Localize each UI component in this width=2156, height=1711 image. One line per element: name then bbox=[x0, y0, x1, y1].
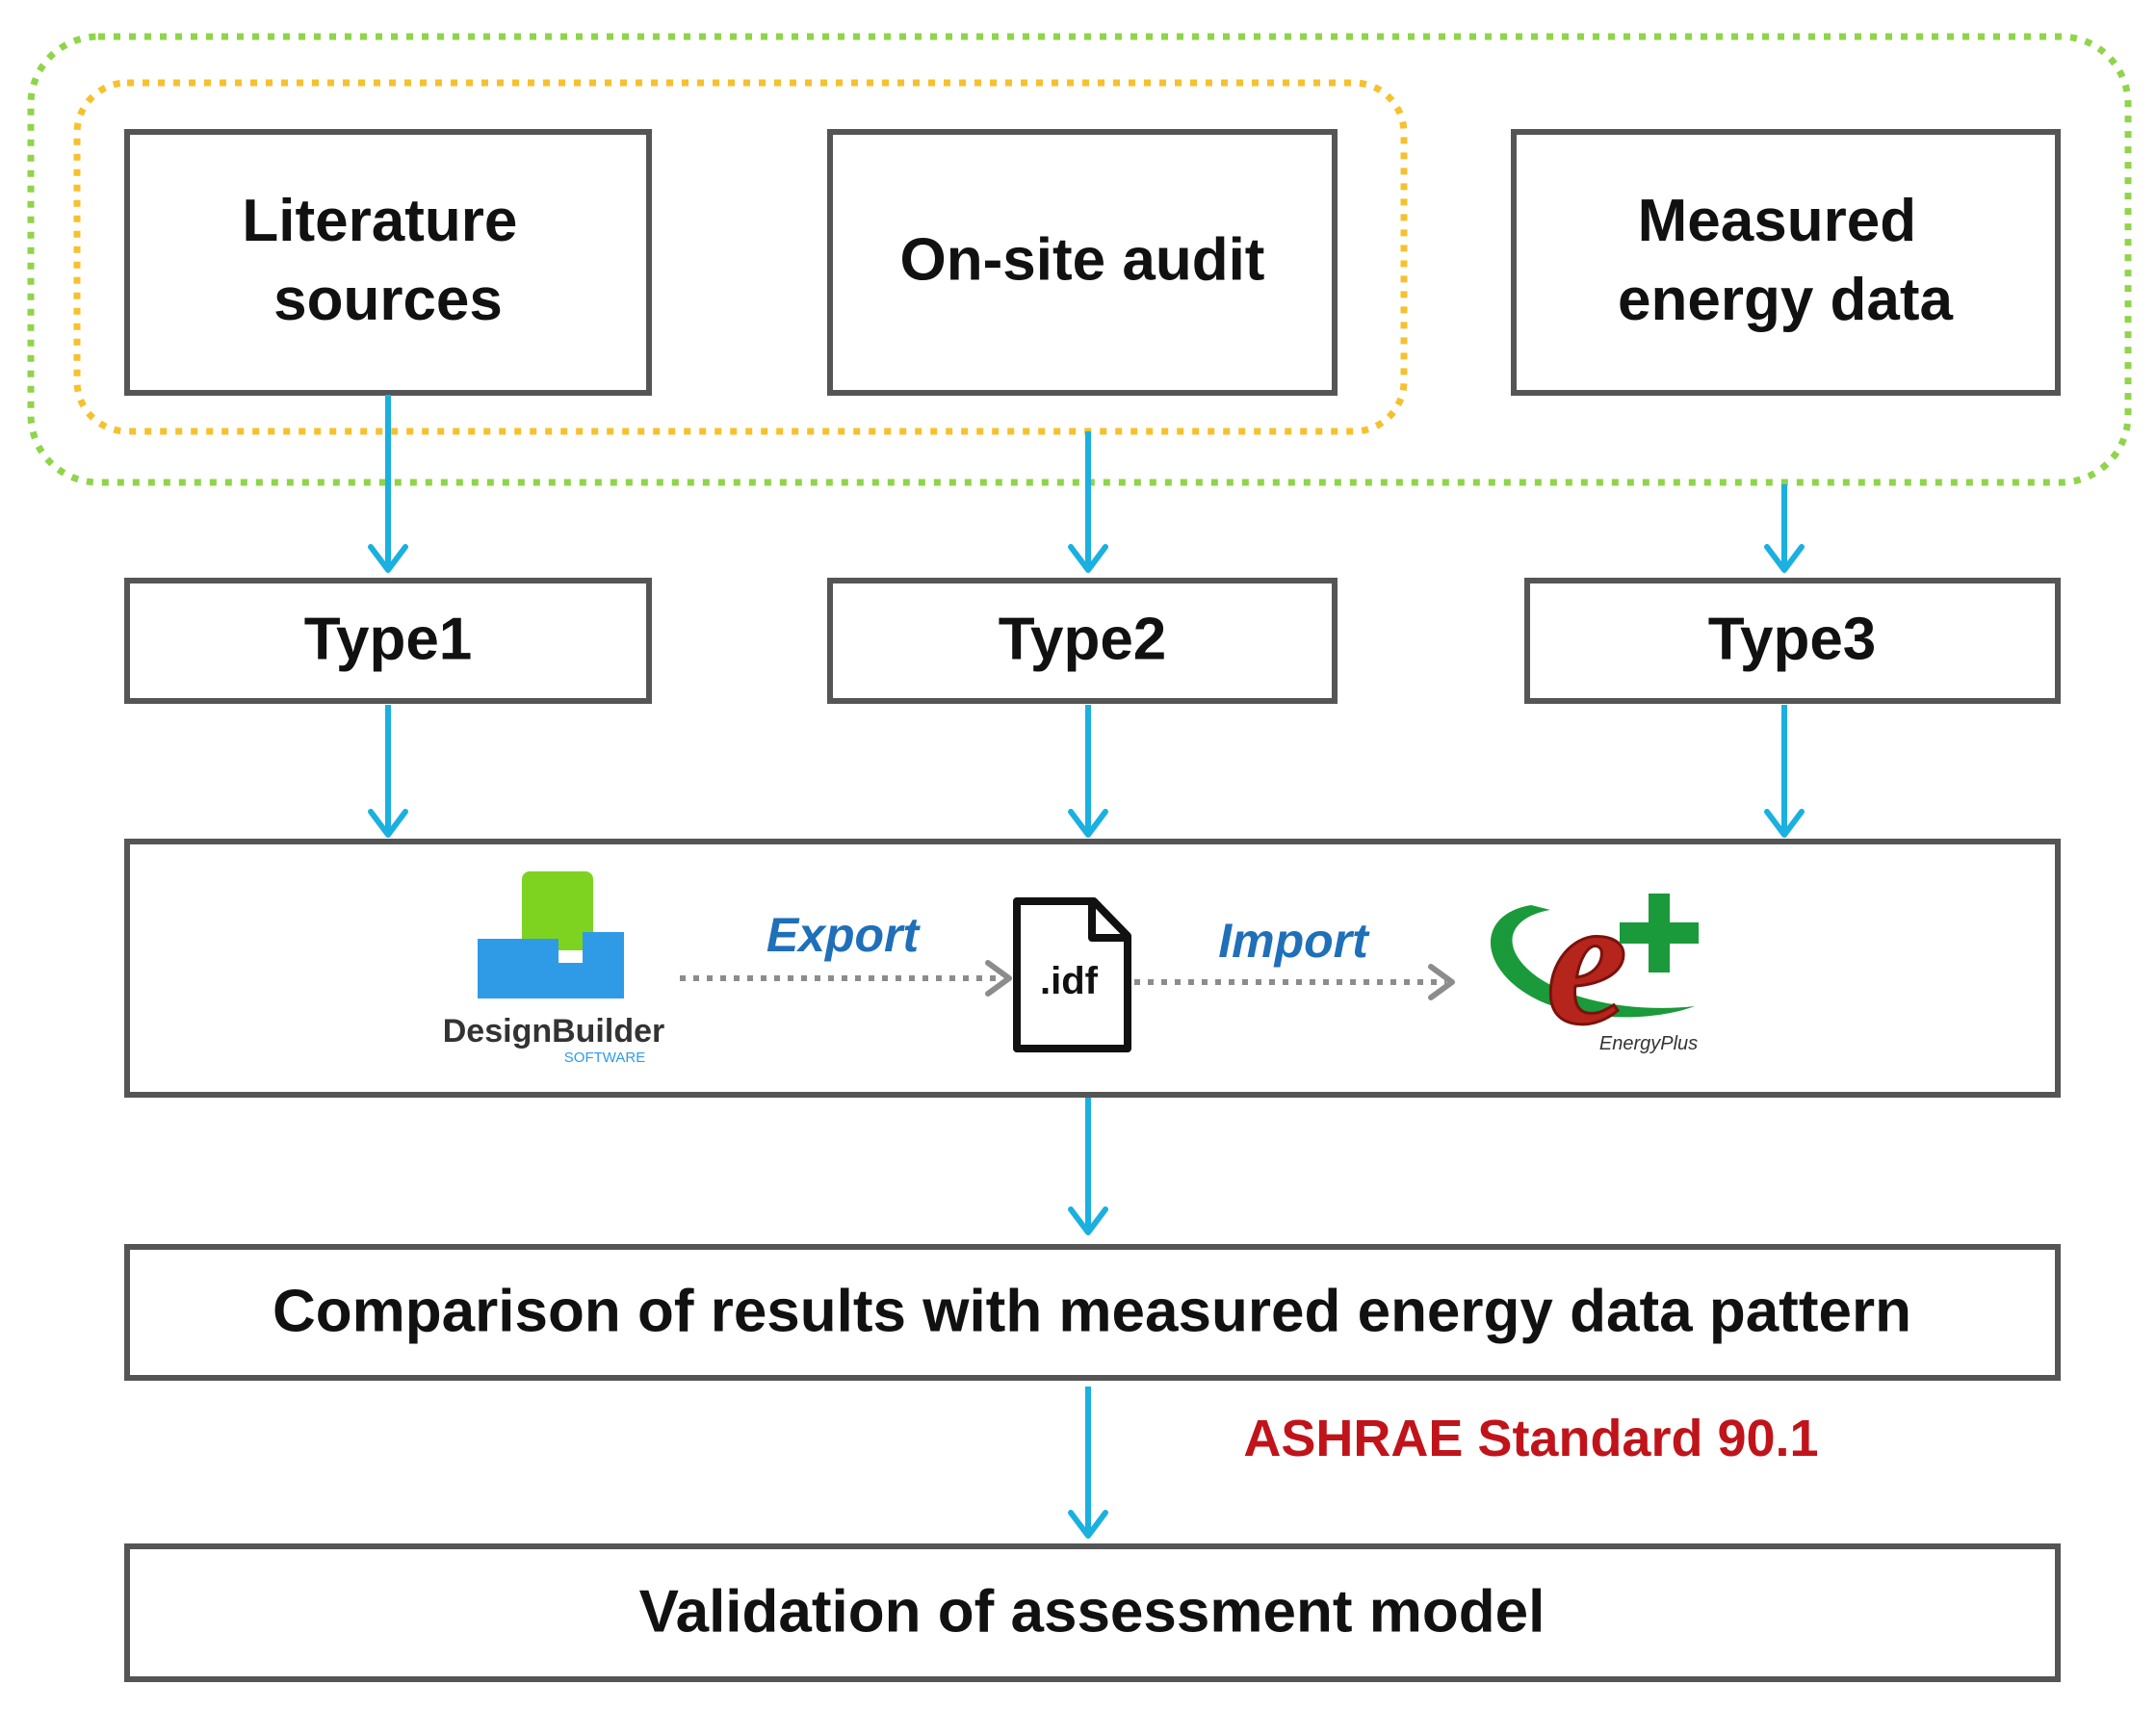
arrow-type1-to-simulation bbox=[368, 705, 408, 838]
idf-file-label: .idf bbox=[1040, 960, 1099, 1002]
comparison-label: Comparison of results with measured ener… bbox=[273, 1278, 1911, 1344]
designbuilder-green-block bbox=[522, 871, 593, 950]
literature-sources-box: Literature sources bbox=[124, 129, 652, 396]
ashrae-standard-label: ASHRAE Standard 90.1 bbox=[1243, 1410, 1818, 1467]
validation-box: Validation of assessment model bbox=[124, 1543, 2061, 1682]
import-arrow bbox=[1134, 964, 1455, 1000]
arrow-measured-to-type3 bbox=[1764, 484, 1805, 573]
designbuilder-blue-block bbox=[478, 932, 624, 998]
measured-energy-data-box: Measured energy data bbox=[1511, 129, 2061, 396]
energyplus-logo: e EnergyPlus bbox=[1490, 860, 1699, 1065]
measured-energy-data-label: Measured energy data bbox=[1618, 188, 1954, 333]
type3-box: Type3 bbox=[1524, 578, 2061, 704]
arrow-comparison-to-validation bbox=[1068, 1387, 1108, 1539]
on-site-audit-label: On-site audit bbox=[900, 226, 1265, 293]
type1-label: Type1 bbox=[304, 606, 473, 672]
validation-label: Validation of assessment model bbox=[639, 1578, 1546, 1645]
designbuilder-name: DesignBuilder bbox=[443, 1013, 664, 1050]
energyplus-name: EnergyPlus bbox=[1599, 1033, 1698, 1054]
type2-label: Type2 bbox=[999, 606, 1167, 672]
data-sources-group-border bbox=[27, 33, 2132, 486]
on-site-audit-box: On-site audit bbox=[827, 129, 1338, 396]
arrow-audit-to-type2 bbox=[1068, 431, 1108, 573]
idf-file-icon: .idf bbox=[1013, 897, 1131, 1052]
literature-sources-label: Literature sources bbox=[242, 188, 533, 333]
type1-box: Type1 bbox=[124, 578, 652, 704]
export-arrow bbox=[680, 960, 1012, 997]
type3-label: Type3 bbox=[1708, 606, 1877, 672]
designbuilder-logo: DesignBuilder SOFTWARE bbox=[443, 871, 664, 1066]
energyplus-swoosh bbox=[1490, 905, 1695, 1018]
arrow-type3-to-simulation bbox=[1764, 705, 1805, 838]
designbuilder-subtitle: SOFTWARE bbox=[564, 1050, 645, 1066]
arrow-literature-to-type1 bbox=[368, 395, 408, 573]
energyplus-plus-horizontal bbox=[1620, 922, 1699, 944]
arrow-type2-to-simulation bbox=[1068, 705, 1108, 838]
export-label: Export bbox=[766, 908, 922, 962]
energyplus-e-glyph: e bbox=[1546, 861, 1627, 1063]
import-label: Import bbox=[1218, 914, 1370, 968]
arrow-simulation-to-comparison bbox=[1068, 1098, 1108, 1235]
comparison-box: Comparison of results with measured ener… bbox=[124, 1244, 2061, 1381]
type2-box: Type2 bbox=[827, 578, 1338, 704]
